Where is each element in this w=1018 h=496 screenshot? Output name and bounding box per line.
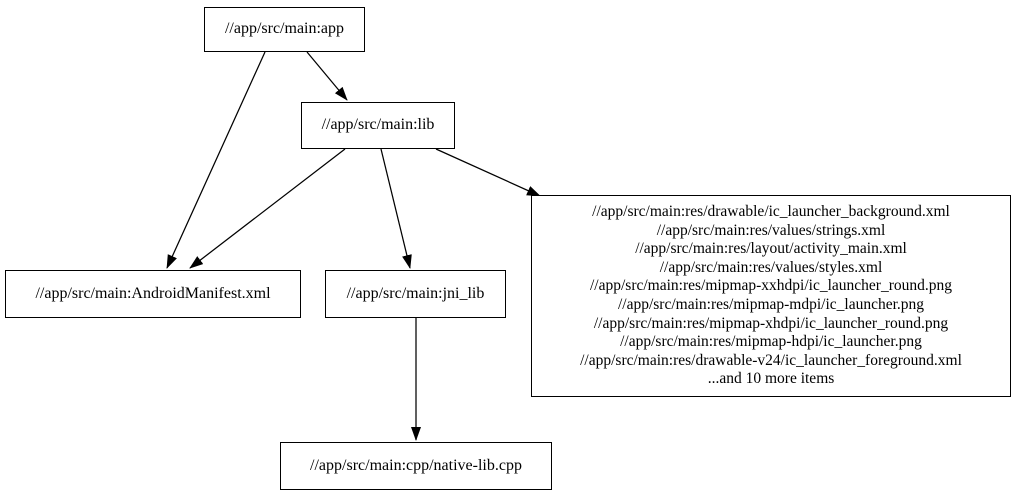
res-group-line: //app/src/main:res/drawable/ic_launcher_… xyxy=(592,203,950,221)
edge-lib-to-res-group xyxy=(435,148,541,197)
edge-lib-to-manifest xyxy=(189,148,346,269)
res-group-line: //app/src/main:res/values/styles.xml xyxy=(659,258,883,276)
res-group-line: //app/src/main:res/values/strings.xml xyxy=(656,221,886,239)
res-group-line: //app/src/main:res/mipmap-hdpi/ic_launch… xyxy=(620,333,922,351)
res-group-line: //app/src/main:res/mipmap-mdpi/ic_launch… xyxy=(617,296,925,313)
node-native-lib-cpp: //app/src/main:cpp/native-lib.cpp xyxy=(280,442,552,490)
res-group-line: //app/src/main:res/mipmap-xxhdpi/ic_laun… xyxy=(589,277,952,295)
edge-lib-to-jni-lib xyxy=(380,148,412,269)
edge-app-to-lib xyxy=(306,51,348,101)
edge-app-to-manifest xyxy=(166,51,266,269)
node-android-manifest: //app/src/main:AndroidManifest.xml xyxy=(5,270,301,318)
node-jni-lib: //app/src/main:jni_lib xyxy=(325,270,506,318)
res-group-more-items: ...and 10 more items xyxy=(707,370,835,388)
node-res-group: //app/src/main:res/drawable/ic_launcher_… xyxy=(531,195,1011,397)
node-lib: //app/src/main:lib xyxy=(301,102,455,149)
node-android-manifest-label: //app/src/main:AndroidManifest.xml xyxy=(35,284,271,302)
node-app: //app/src/main:app xyxy=(204,7,365,52)
res-group-line: //app/src/main:res/layout/activity_main.… xyxy=(635,240,907,258)
node-native-lib-cpp-label: //app/src/main:cpp/native-lib.cpp xyxy=(310,456,522,474)
res-group-line: //app/src/main:res/mipmap-xhdpi/ic_launc… xyxy=(593,314,949,332)
node-app-label: //app/src/main:app xyxy=(224,20,345,38)
node-lib-label: //app/src/main:lib xyxy=(321,116,435,134)
node-jni-lib-label: //app/src/main:jni_lib xyxy=(346,284,485,302)
res-group-line: //app/src/main:res/drawable-v24/ic_launc… xyxy=(580,351,962,369)
